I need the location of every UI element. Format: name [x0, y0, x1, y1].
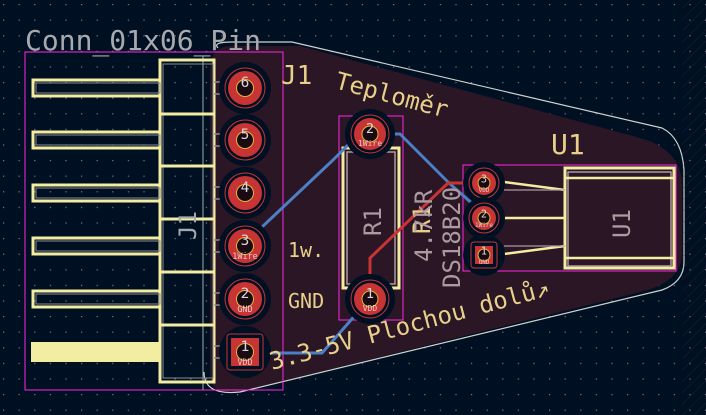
pad-outline: [224, 172, 266, 214]
u1-pad-2[interactable]: 2 1Wire: [463, 197, 505, 239]
j1-courtyard: [24, 51, 284, 391]
pad-number: 1: [241, 339, 250, 355]
pad-number: 5: [241, 127, 250, 143]
j1-value-text: Conn_01x06_Pin: [25, 24, 261, 58]
off-board-hatch: [682, 0, 706, 415]
j1-pad-6[interactable]: 6: [219, 62, 271, 114]
pad-number: 6: [241, 75, 250, 91]
pad-number: 2: [241, 286, 250, 302]
j1-ref-text: J1: [281, 61, 312, 91]
pad-net: VDD: [479, 187, 490, 194]
u1-value-text: DS18B20: [438, 187, 466, 288]
pad-outline: [468, 202, 500, 234]
j1-pin-fab: [35, 187, 161, 199]
pad-outline: [224, 278, 266, 320]
board-zone: [210, 46, 683, 394]
j1-pin-fab: [35, 240, 161, 252]
drill-hole: [236, 79, 254, 97]
drill-hole: [236, 343, 254, 361]
j1-fab-text: J1: [174, 211, 202, 240]
pad-net: 1Wire: [358, 139, 382, 148]
u1-lead-1: [503, 244, 566, 256]
j1-pad-4[interactable]: 4: [219, 167, 271, 219]
drill-hole: [236, 184, 254, 202]
j1-pad-3[interactable]: 3 1Wire: [219, 220, 271, 272]
pad-net: 1Wire: [232, 252, 258, 262]
pad-outline: [350, 114, 390, 154]
pad-net: VDD: [363, 304, 378, 313]
pad-number: 1: [481, 246, 487, 257]
j1-pin1-marker: [31, 342, 160, 362]
pad-net: 1Wire: [475, 222, 493, 229]
trace-vdd[interactable]: [246, 302, 368, 355]
drill-hole: [361, 290, 379, 308]
drill-hole: [477, 248, 491, 262]
pad-net: GND: [479, 259, 490, 266]
j1-footprint[interactable]: [31, 58, 228, 384]
pad-number: 2: [481, 209, 487, 220]
u1-fab-body: [567, 171, 672, 267]
r1-value-text: 4.7kR: [410, 189, 438, 262]
drill-hole: [236, 237, 254, 255]
pad-outline: [226, 333, 264, 371]
pad-number: 3: [241, 233, 250, 249]
drill-hole: [236, 290, 254, 308]
pad-outline: [350, 279, 390, 319]
u1-fab-text: U1: [608, 209, 636, 238]
label-gnd: GND: [288, 289, 324, 313]
pad-outline: [224, 225, 266, 267]
j1-pin-fab: [35, 134, 161, 146]
label-1wire: 1w.: [288, 238, 324, 262]
j1-header-fab: [162, 63, 214, 379]
drill-hole: [477, 211, 491, 225]
pad-outline: [224, 119, 266, 161]
r1-ref-silk: R1: [408, 205, 436, 234]
pad-outline: [224, 67, 266, 109]
pad-number: 4: [241, 180, 250, 196]
j1-header-body: [158, 58, 216, 384]
j1-pin-fab: [35, 82, 161, 94]
r1-pad-2[interactable]: 2 1Wire: [345, 109, 395, 159]
j1-pin-fab: [35, 293, 161, 305]
pad-net: GND: [237, 305, 252, 315]
pad-number: 2: [366, 121, 374, 137]
drill-hole: [477, 176, 491, 190]
pad-outline: [470, 241, 498, 269]
j1-pad-5[interactable]: 5: [219, 114, 271, 166]
pad-number: 3: [481, 174, 487, 185]
r1-fab-text: R1: [359, 207, 387, 236]
drill-hole: [361, 125, 379, 143]
u1-ref-text: U1: [551, 128, 585, 161]
pad-net: VDD: [237, 358, 252, 368]
pad-number: 1: [366, 286, 374, 302]
drill-hole: [236, 131, 254, 149]
u1-lead-3: [503, 180, 566, 192]
